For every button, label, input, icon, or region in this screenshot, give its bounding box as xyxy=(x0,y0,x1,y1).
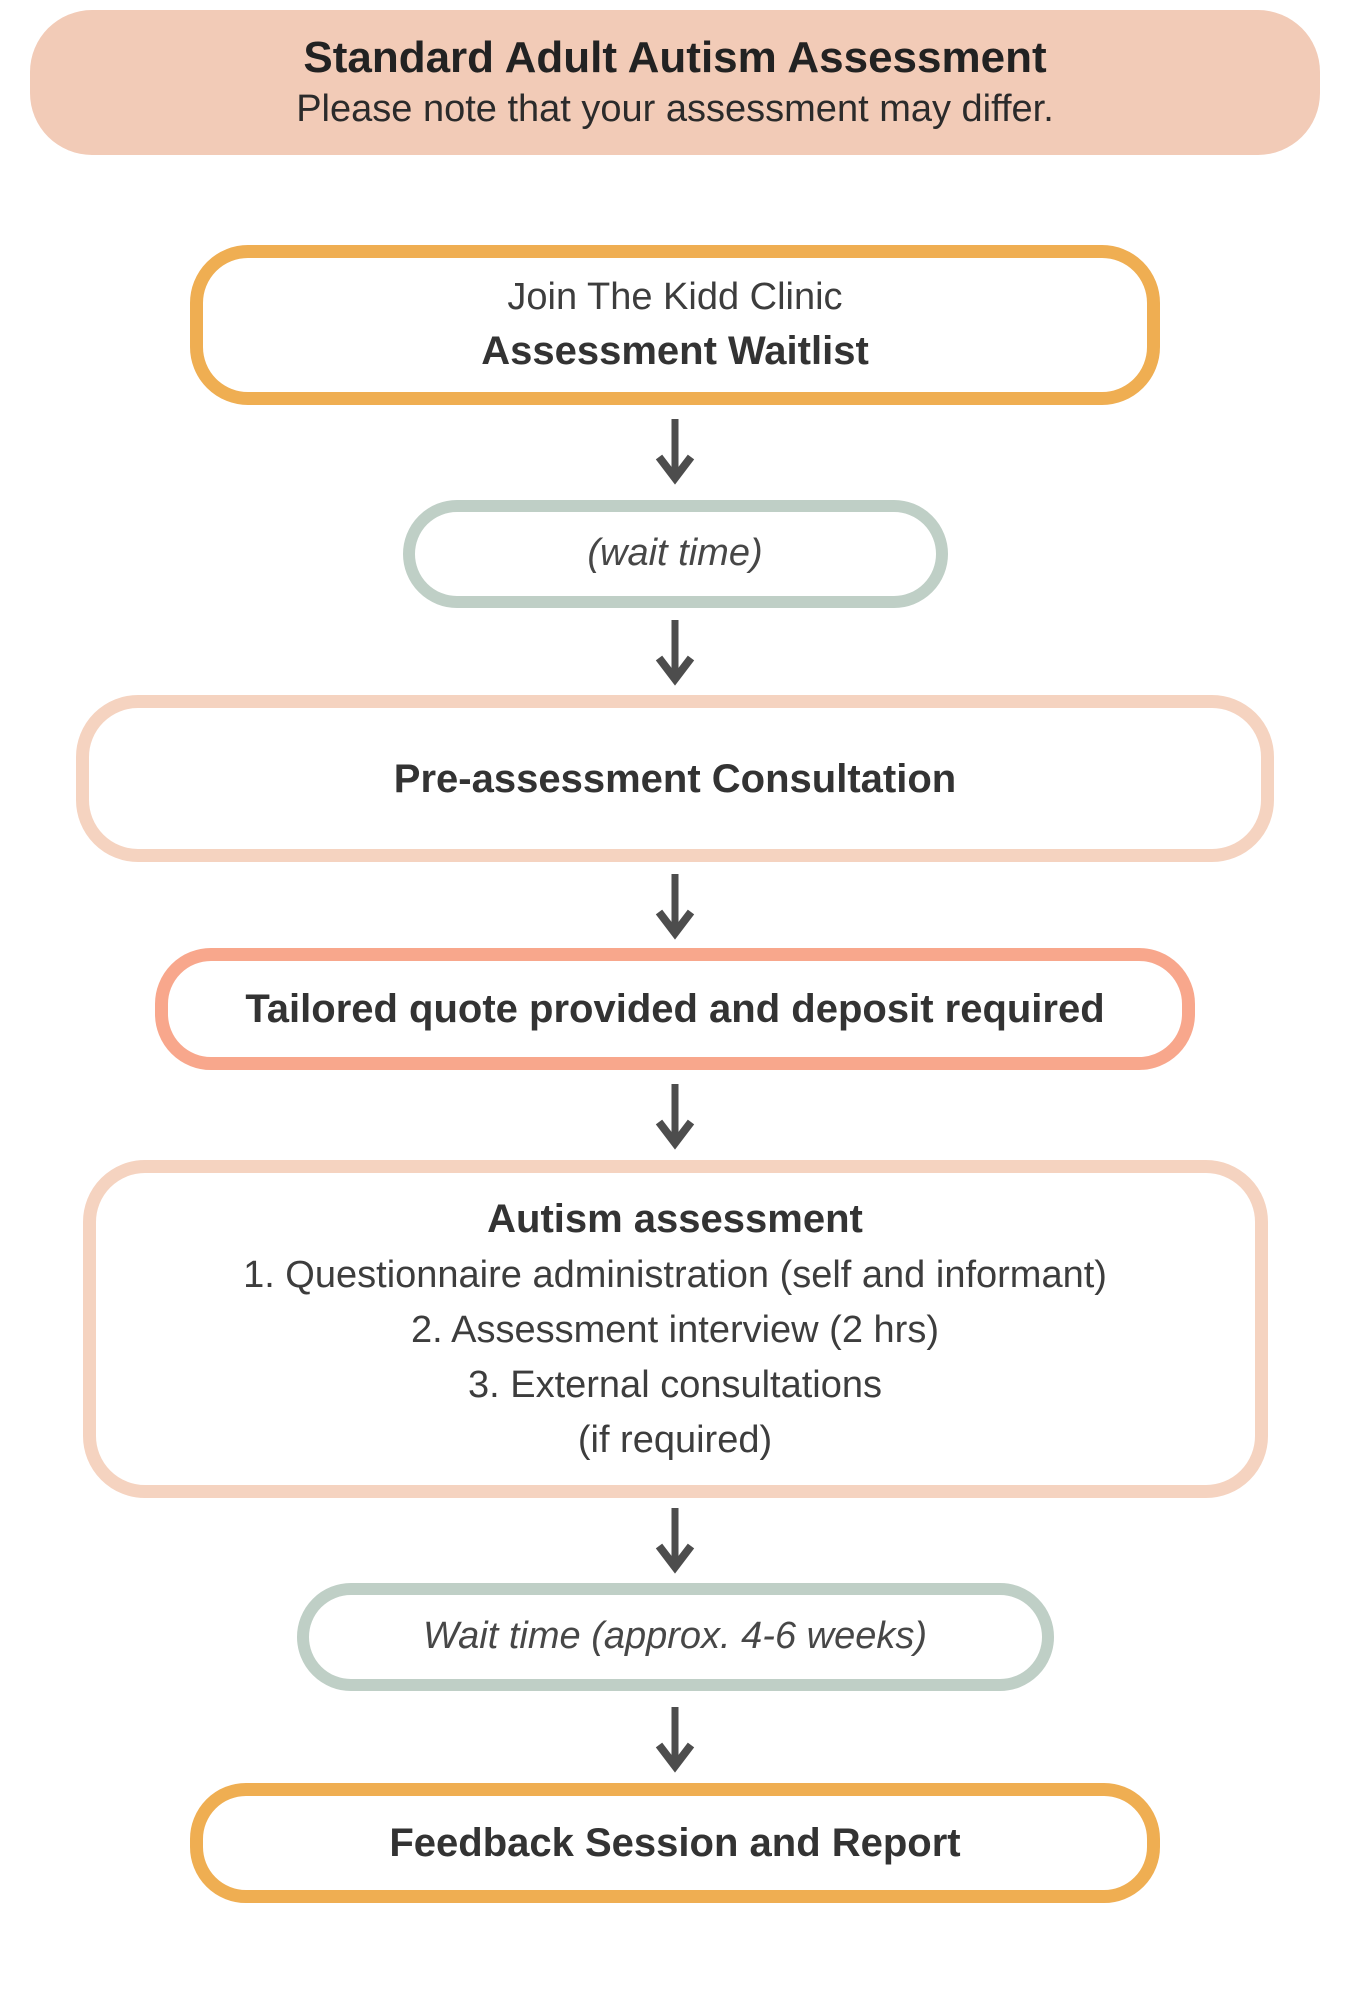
node-join-waitlist-line1: Join The Kidd Clinic xyxy=(507,276,843,319)
arrow-down-icon xyxy=(655,874,695,940)
page-subtitle: Please note that your assessment may dif… xyxy=(296,87,1054,130)
node-wait-time: (wait time) xyxy=(402,500,948,608)
node-autism-assessment-title: Autism assessment xyxy=(487,1196,863,1241)
assessment-step-item: (if required) xyxy=(577,1419,773,1462)
node-tailored-quote-label: Tailored quote provided and deposit requ… xyxy=(245,987,1105,1031)
header-banner: Standard Adult Autism Assessment Please … xyxy=(30,10,1320,155)
arrow-down-icon xyxy=(655,1508,695,1574)
arrow-down-icon xyxy=(655,1084,695,1150)
node-feedback-session-report: Feedback Session and Report xyxy=(190,1783,1160,1903)
arrow-down-icon xyxy=(655,1707,695,1773)
node-autism-assessment: Autism assessment 1. Questionnaire admin… xyxy=(82,1160,1268,1498)
page-title: Standard Adult Autism Assessment xyxy=(303,33,1047,83)
node-feedback-session-label: Feedback Session and Report xyxy=(389,1821,961,1865)
node-join-assessment-waitlist: Join The Kidd Clinic Assessment Waitlist xyxy=(190,245,1160,405)
arrow-down-icon xyxy=(655,419,695,485)
node-tailored-quote-deposit: Tailored quote provided and deposit requ… xyxy=(155,948,1195,1070)
arrow-down-icon xyxy=(655,620,695,686)
node-join-waitlist-line2: Assessment Waitlist xyxy=(481,328,869,373)
node-pre-assessment-label: Pre-assessment Consultation xyxy=(393,756,957,801)
node-wait-time-4-6-weeks-label: Wait time (approx. 4-6 weeks) xyxy=(422,1615,928,1658)
assessment-step-item: 3. External consultations xyxy=(467,1364,882,1406)
node-wait-time-4-6-weeks: Wait time (approx. 4-6 weeks) xyxy=(296,1583,1054,1691)
assessment-step-item: 2. Assessment interview (2 hrs) xyxy=(411,1308,939,1351)
assessment-step-item: 1. Questionnaire administration (self an… xyxy=(243,1253,1107,1296)
node-wait-time-label: (wait time) xyxy=(587,532,763,575)
node-pre-assessment-consultation: Pre-assessment Consultation xyxy=(76,695,1274,862)
